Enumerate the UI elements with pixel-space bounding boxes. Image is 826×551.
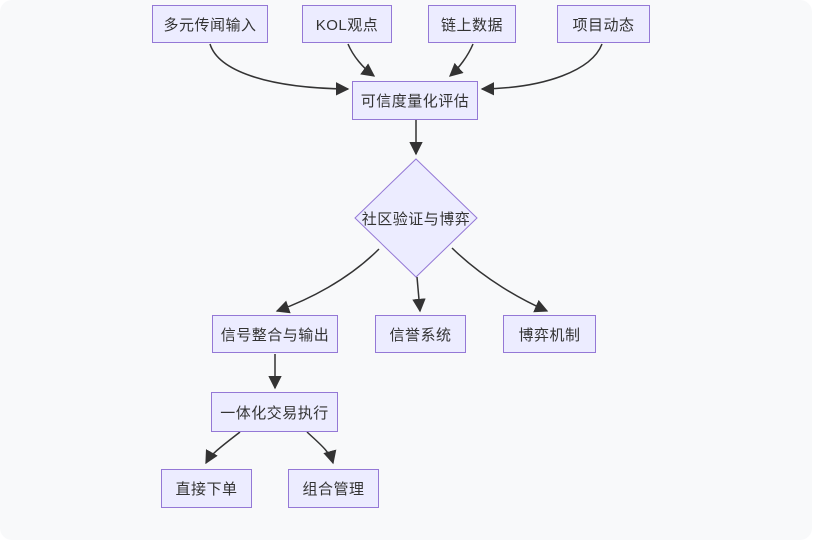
node-reputation-system: 信誉系统 — [375, 315, 466, 353]
node-community-validation-label: 社区验证与博弈 — [361, 210, 471, 228]
node-project-updates: 项目动态 — [557, 5, 650, 43]
node-game-mechanism: 博弈机制 — [503, 315, 596, 353]
node-kol-views: KOL观点 — [302, 5, 392, 43]
node-direct-order: 直接下单 — [161, 469, 252, 508]
node-onchain-data: 链上数据 — [428, 5, 516, 43]
node-credibility-assessment: 可信度量化评估 — [352, 81, 478, 120]
node-integrated-execution: 一体化交易执行 — [211, 392, 338, 432]
node-portfolio-management: 组合管理 — [288, 469, 379, 508]
node-rumor-input: 多元传闻输入 — [152, 5, 268, 43]
node-signal-integration: 信号整合与输出 — [212, 315, 338, 353]
